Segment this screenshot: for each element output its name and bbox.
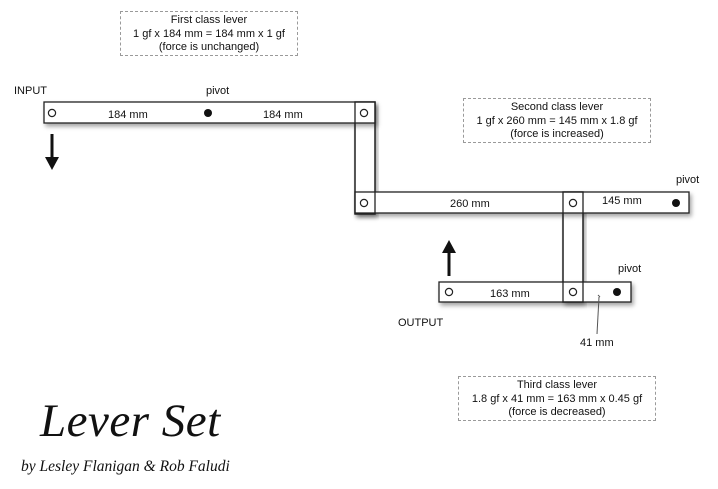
short-arm-tick	[597, 294, 601, 298]
note-effect: (force is unchanged)	[158, 41, 260, 53]
third-class-lever-note: Third class lever 1.8 gf x 41 mm = 163 m…	[458, 376, 656, 421]
measurement-top-left: 184 mm	[108, 109, 148, 121]
pivot-point-top	[204, 109, 212, 117]
note-equation: 1 gf x 184 mm = 184 mm x 1 gf	[133, 27, 285, 40]
page-title: Lever Set	[40, 395, 221, 447]
pivot-label-right: pivot	[676, 174, 699, 186]
short-arm-leader	[596, 296, 600, 335]
joint-hole	[47, 108, 57, 118]
byline: by Lesley Flanigan & Rob Faludi	[21, 458, 230, 475]
note-title: First class lever	[170, 14, 248, 26]
pivot-point-bottom	[613, 288, 621, 296]
note-effect: (force is increased)	[510, 128, 604, 140]
first-class-lever-note: First class lever 1 gf x 184 mm = 184 mm…	[120, 11, 298, 56]
pivot-label-top: pivot	[206, 85, 229, 97]
pivot-label-bottom: pivot	[618, 263, 641, 275]
measurement-bottom: 163 mm	[490, 288, 530, 300]
joint-hole	[568, 287, 578, 297]
lever-bar-third-class	[438, 281, 632, 303]
connector-bar-left-overlay	[354, 101, 376, 215]
joint-hole	[444, 287, 454, 297]
note-equation: 1 gf x 260 mm = 145 mm x 1.8 gf	[476, 114, 638, 127]
joint-hole	[359, 108, 369, 118]
output-label: OUTPUT	[398, 317, 444, 329]
note-equation: 1.8 gf x 41 mm = 163 mm x 0.45 gf	[471, 392, 643, 405]
note-title: Third class lever	[516, 379, 598, 391]
second-class-lever-note: Second class lever 1 gf x 260 mm = 145 m…	[463, 98, 651, 143]
output-arrow-icon	[442, 240, 456, 276]
joint-hole	[568, 198, 578, 208]
input-arrow-icon	[45, 134, 59, 170]
note-title: Second class lever	[510, 101, 604, 113]
measurement-middle: 260 mm	[450, 198, 490, 210]
joint-hole	[359, 198, 369, 208]
input-label: INPUT	[14, 85, 47, 97]
pivot-point-right	[672, 199, 680, 207]
measurement-short-arm: 41 mm	[580, 337, 614, 349]
note-effect: (force is decreased)	[508, 406, 606, 418]
connector-bar-right-overlay	[562, 191, 584, 303]
measurement-top-right: 184 mm	[263, 109, 303, 121]
measurement-middle-right: 145 mm	[602, 195, 642, 207]
